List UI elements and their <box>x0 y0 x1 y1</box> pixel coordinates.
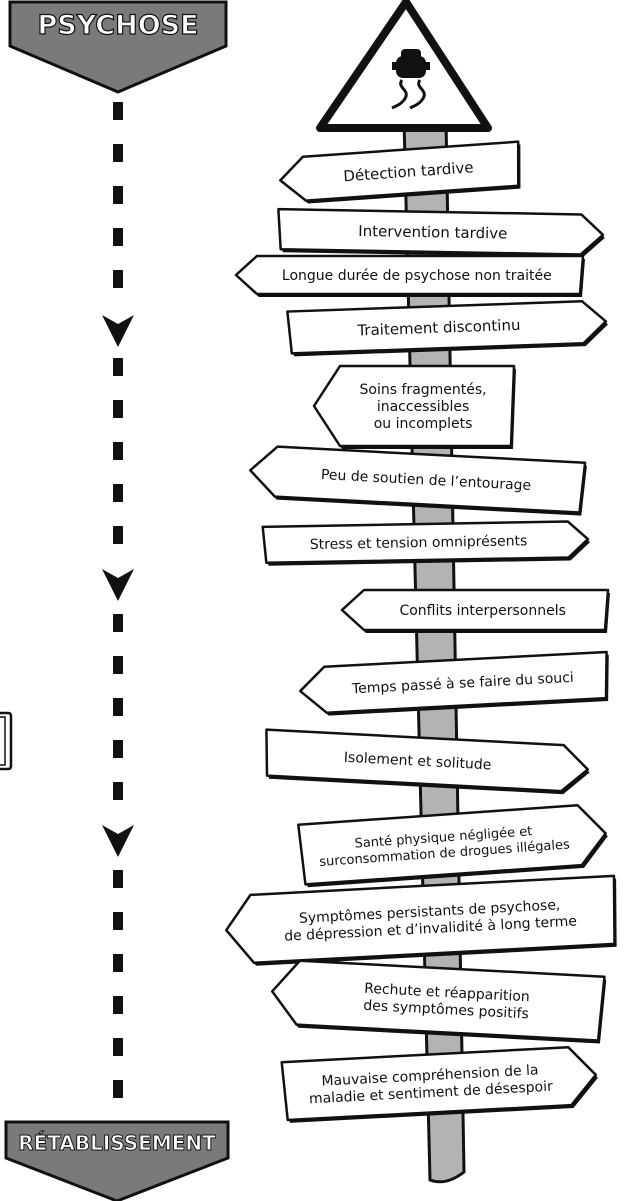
sign-arrow-shape <box>261 520 590 565</box>
dash-segment <box>113 400 123 418</box>
dash-segment <box>113 996 123 1014</box>
sign-board: Stress et tension omniprésents <box>261 520 591 566</box>
sign-arrow-shape <box>280 1045 598 1122</box>
sign-label: Isolement et solitude <box>343 750 491 774</box>
frame-edge-inner <box>0 716 6 766</box>
sign-board: Santé physique négligée etsurconsommatio… <box>297 803 608 888</box>
bottom-label: RÉTABLISSEMENT <box>18 1131 216 1155</box>
sign-board: Temps passé à se faire du souci <box>298 650 609 716</box>
sign-label: Intervention tardive <box>358 222 507 243</box>
sign-board: Traitement discontinu <box>286 300 609 357</box>
dash-segment <box>113 698 123 716</box>
sign-arrow-shape <box>248 445 587 514</box>
sign-label: Longue durée de psychose non traitée <box>282 268 552 284</box>
sign-label: Stress et tension omniprésents <box>310 533 528 553</box>
dash-segment <box>113 1038 123 1056</box>
dashed-path <box>102 102 134 1098</box>
sign-board: Peu de soutien de l’entourage <box>248 445 587 516</box>
sign-label: Traitement discontinu <box>356 316 521 340</box>
sign-arrow-shape <box>277 207 605 256</box>
sign-arrow-shape <box>279 140 520 202</box>
dash-segment <box>113 186 123 204</box>
frame-edge <box>0 711 13 771</box>
dash-segment <box>113 912 123 930</box>
bottom-arrow-sign: RÉTABLISSEMENT <box>4 1120 230 1201</box>
top-arrow-sign: PSYCHOSE <box>8 0 228 94</box>
sign-arrow-shape <box>312 364 516 448</box>
dash-segment <box>113 1080 123 1098</box>
dash-segment <box>113 270 123 288</box>
sign-arrow-shape <box>270 959 606 1042</box>
dash-segment <box>113 484 123 502</box>
sign-arrow-shape <box>286 300 608 355</box>
sign-board: Longue durée de psychose non traitée <box>234 254 585 297</box>
dash-segment <box>113 782 123 800</box>
chevron-down-icon <box>102 569 134 601</box>
dash-segment <box>113 144 123 162</box>
sign-label: inaccessibles <box>377 399 470 415</box>
dash-segment <box>113 442 123 460</box>
dash-segment <box>113 102 123 120</box>
sign-board: Détection tardive <box>279 140 521 204</box>
sign-board: Conflits interpersonnels <box>340 588 610 633</box>
sign-arrow-shape <box>265 728 590 793</box>
sign-arrow-shape <box>298 650 608 714</box>
sign-label: Conflits interpersonnels <box>399 603 565 619</box>
skidding-car-icon <box>391 49 430 110</box>
dash-segment <box>113 526 123 544</box>
dash-segment <box>113 614 123 632</box>
sign-board: Symptômes persistants de psychose,de dép… <box>225 874 617 966</box>
sign-board: Intervention tardive <box>277 207 605 258</box>
sign-arrow-shape <box>340 588 610 632</box>
sign-board: Isolement et solitude <box>265 728 590 795</box>
sign-label: Soins fragmentés, <box>360 382 487 398</box>
dash-segment <box>113 228 123 246</box>
chevron-down-icon <box>102 825 134 857</box>
dash-segment <box>113 870 123 888</box>
sign-arrow-shape <box>234 254 585 296</box>
dash-segment <box>113 656 123 674</box>
chevron-down-icon <box>102 315 134 347</box>
dash-segment <box>113 358 123 376</box>
dash-segment <box>113 740 123 758</box>
sign-arrow-shape <box>225 874 616 965</box>
sign-label: ou incomplets <box>374 416 473 432</box>
dash-segment <box>113 954 123 972</box>
warning-sign <box>316 0 492 132</box>
sign-arrow-shape <box>297 803 607 886</box>
top-label: PSYCHOSE <box>37 10 198 41</box>
